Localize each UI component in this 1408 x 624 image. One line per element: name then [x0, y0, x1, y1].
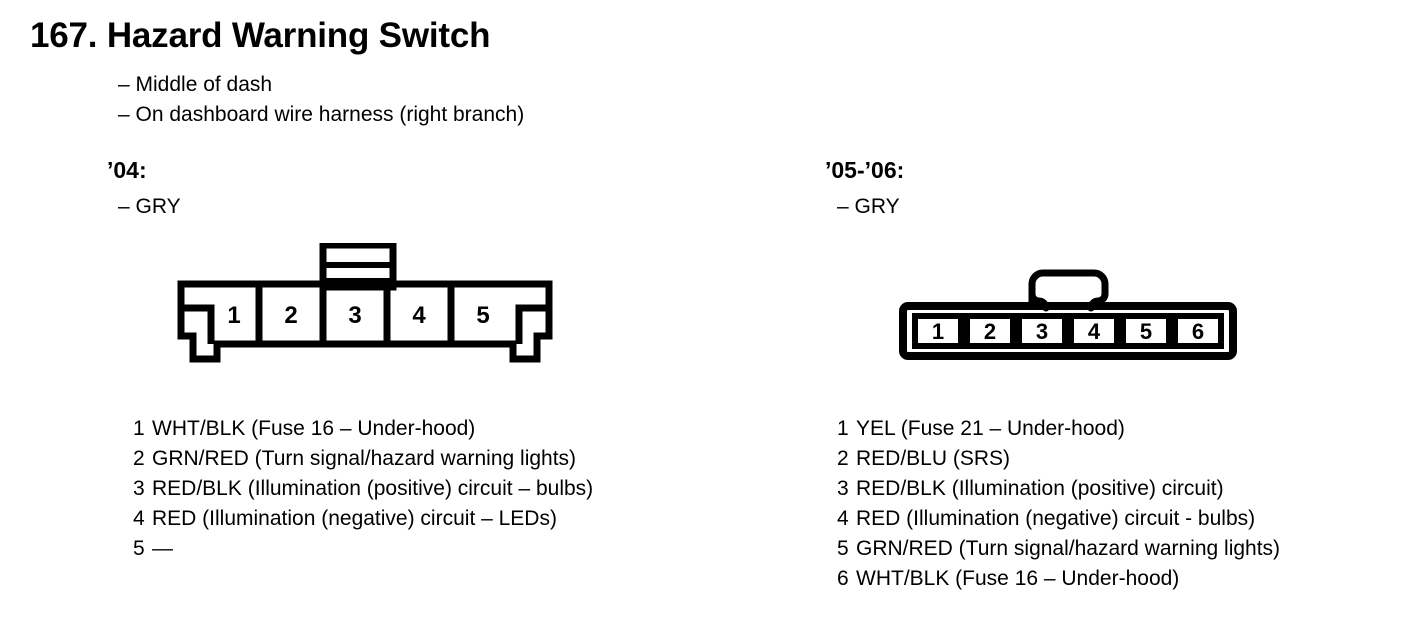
pin-label-1: 1 — [227, 302, 240, 329]
pin-description: RED (Illumination (negative) circuit - b… — [856, 507, 1256, 530]
pin-number: 2 — [133, 447, 145, 470]
pin-list-item: 1 WHT/BLK (Fuse 16 – Under-hood) — [133, 414, 593, 444]
page-title: 167. Hazard Warning Switch — [30, 16, 491, 55]
pin-label-5: 5 — [476, 302, 489, 329]
pin-list-item: 3 RED/BLK (Illumination (positive) circu… — [133, 474, 593, 504]
header-notes: – Middle of dash – On dashboard wire har… — [118, 70, 524, 130]
column-heading-year: ’05-’06: — [825, 157, 905, 183]
pin-list-item: 5 — — [133, 534, 593, 564]
connector-diagram-6-pin: 1 2 3 4 5 6 — [899, 269, 1237, 360]
pin-description: RED/BLK (Illumination (positive) circuit… — [152, 477, 594, 500]
column-connector-color: – GRY — [837, 195, 900, 218]
pin-number: 5 — [837, 537, 849, 560]
pin-list-item: 5 GRN/RED (Turn signal/hazard warning li… — [837, 534, 1280, 564]
pin-list-item: 4 RED (Illumination (negative) circuit -… — [837, 504, 1280, 534]
pin-list-item: 3 RED/BLK (Illumination (positive) circu… — [837, 474, 1280, 504]
pin-description: YEL (Fuse 21 – Under-hood) — [856, 417, 1125, 440]
pin-label-4: 4 — [1088, 319, 1101, 344]
pin-list-item: 2 GRN/RED (Turn signal/hazard warning li… — [133, 444, 593, 474]
pin-number: 4 — [837, 507, 849, 530]
pin-description: WHT/BLK (Fuse 16 – Under-hood) — [856, 567, 1180, 590]
pin-number: 5 — [133, 537, 145, 560]
pin-list-item: 2 RED/BLU (SRS) — [837, 444, 1280, 474]
pin-description: RED (Illumination (negative) circuit – L… — [152, 507, 557, 530]
pin-description: GRN/RED (Turn signal/hazard warning ligh… — [152, 447, 577, 470]
column-connector-color: – GRY — [118, 195, 181, 218]
pin-number: 4 — [133, 507, 145, 530]
pin-label-3: 3 — [348, 302, 361, 329]
pin-number: 3 — [133, 477, 145, 500]
header-note-harness: – On dashboard wire harness (right branc… — [118, 103, 525, 126]
pin-list-item: 4 RED (Illumination (negative) circuit –… — [133, 504, 593, 534]
pin-label-1: 1 — [932, 319, 944, 344]
header-note-location: – Middle of dash — [118, 73, 273, 96]
pin-number: 1 — [133, 417, 145, 440]
pin-number: 3 — [837, 477, 849, 500]
pin-list-item: 1 YEL (Fuse 21 – Under-hood) — [837, 414, 1280, 444]
pin-description-list: 1 WHT/BLK (Fuse 16 – Under-hood) 2 GRN/R… — [133, 414, 593, 564]
pin-description-list: 1 YEL (Fuse 21 – Under-hood) 2 RED/BLU (… — [837, 414, 1280, 594]
pin-description: RED/BLK (Illumination (positive) circuit… — [856, 477, 1224, 500]
pin-number: 1 — [837, 417, 849, 440]
pin-label-6: 6 — [1192, 319, 1204, 344]
pin-number: 2 — [837, 447, 849, 470]
pin-label-2: 2 — [984, 319, 996, 344]
pin-description: — — [152, 537, 173, 560]
pin-label-2: 2 — [284, 302, 297, 329]
column-heading-year: ’04: — [107, 157, 147, 183]
pin-label-4: 4 — [412, 302, 426, 329]
pin-number: 6 — [837, 567, 849, 590]
pin-description: WHT/BLK (Fuse 16 – Under-hood) — [152, 417, 476, 440]
pin-description: GRN/RED (Turn signal/hazard warning ligh… — [856, 537, 1281, 560]
pin-description: RED/BLU (SRS) — [856, 447, 1011, 470]
pin-label-5: 5 — [1140, 319, 1152, 344]
pin-list-item: 6 WHT/BLK (Fuse 16 – Under-hood) — [837, 564, 1280, 594]
connector-diagram-5-pin: 1 2 3 4 5 — [177, 243, 553, 363]
pin-label-3: 3 — [1036, 319, 1048, 344]
